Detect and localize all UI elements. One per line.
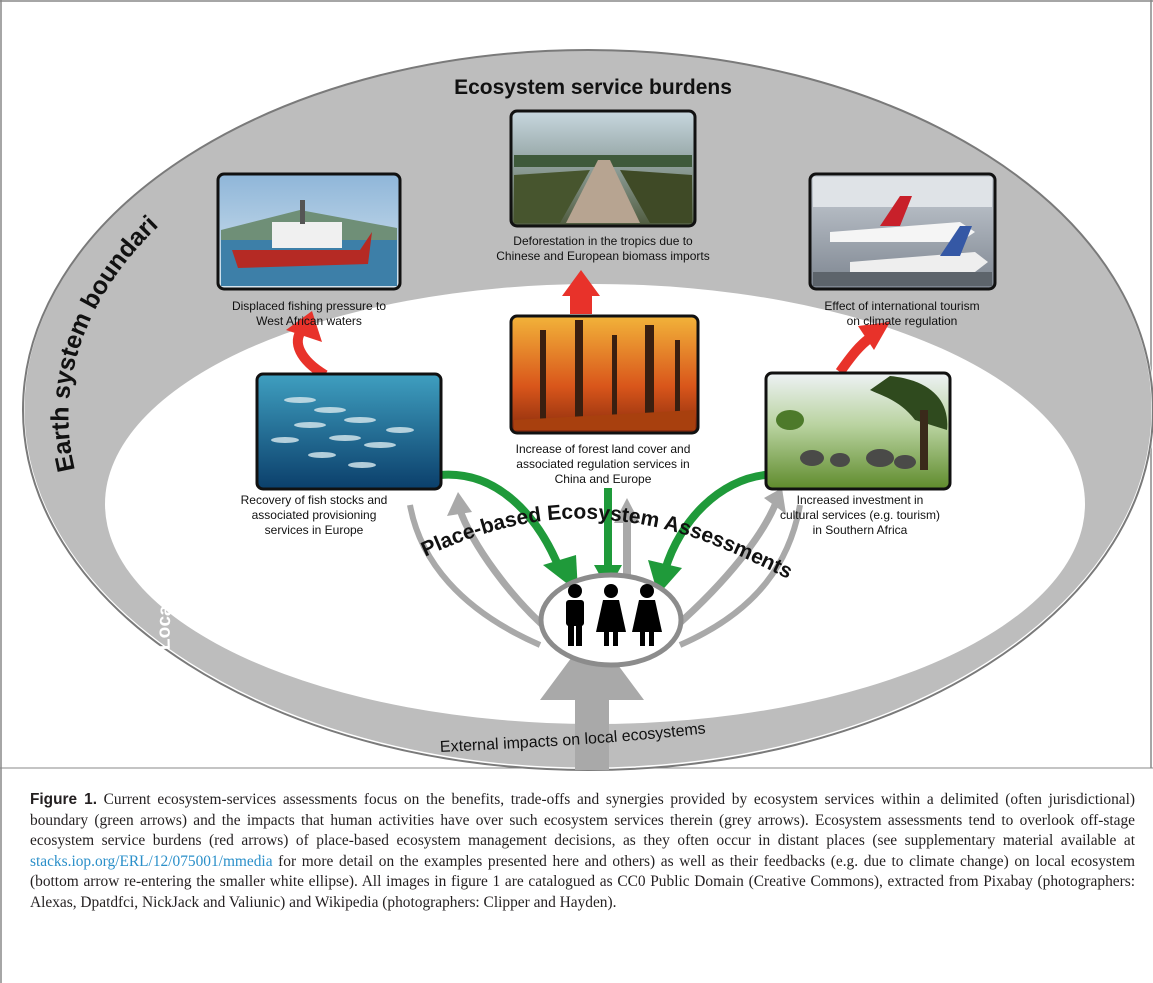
green-arrow-fish (439, 470, 564, 572)
red-arrow-fishing-head (286, 311, 322, 342)
local-forest-line3: China and Europe (555, 472, 652, 486)
burden-deforestation-line2: Chinese and European biomass imports (496, 249, 709, 263)
burden-tourism-line2: on climate regulation (847, 314, 958, 328)
red-arrow-tourism-head (858, 322, 890, 350)
green-arrow-forest (604, 488, 612, 568)
fish-school-photo (255, 372, 443, 491)
red-arrow-forest-head (562, 270, 600, 296)
caption-text-part1: Current ecosystem-services assessments f… (30, 791, 1135, 849)
grey-arrow-fish-head (447, 492, 472, 516)
grey-arrow-savanna-head (764, 488, 786, 514)
deforestation-photo (509, 109, 697, 228)
ship-photo (216, 172, 402, 291)
local-fish-line3: services in Europe (265, 523, 364, 537)
grey-arrow-left-outer (407, 504, 542, 648)
grey-arrow-forest-head (614, 498, 640, 523)
local-forest-line2: associated regulation services in (516, 457, 689, 471)
autumn-forest-photo (509, 314, 700, 435)
burden-tourism-line1: Effect of international tourism (824, 299, 979, 313)
burden-deforestation-line1: Deforestation in the tropics due to (513, 234, 693, 248)
caption-label: Figure 1. (30, 791, 97, 808)
local-savanna-line1: Increased investment in (797, 493, 924, 507)
diagram-title: Ecosystem service burdens (454, 76, 732, 99)
local-fish-line1: Recovery of fish stocks and (241, 493, 388, 507)
people-icon (566, 584, 662, 646)
local-savanna-line3: in Southern Africa (813, 523, 908, 537)
green-arrow-savanna (661, 471, 766, 572)
elephants-photo (764, 371, 952, 491)
local-forest-line1: Increase of forest land cover and (516, 442, 691, 456)
grey-arrow-right-outer (678, 504, 803, 648)
supplementary-link[interactable]: stacks.iop.org/ERL/12/075001/mmedia (30, 852, 273, 870)
burden-fishing-line1: Displaced fishing pressure to (232, 299, 386, 313)
burden-fishing-line2: West African waters (256, 314, 362, 328)
local-fish-line2: associated provisioning (252, 508, 377, 522)
caption-text-part2: for more detail on the examples presente… (30, 852, 1135, 911)
local-savanna-line2: cultural services (e.g. tourism) (780, 508, 940, 522)
airplane-photo (808, 172, 997, 291)
red-arrow-forest-shaft (570, 292, 592, 314)
figure-caption: Figure 1. Current ecosystem-services ass… (30, 790, 1135, 913)
